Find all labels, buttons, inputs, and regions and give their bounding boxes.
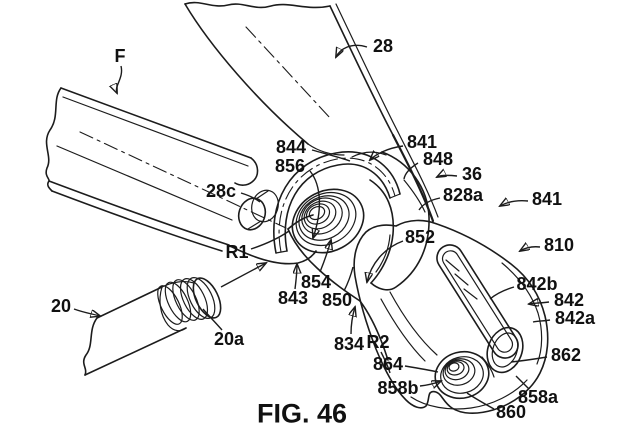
figure-caption: FIG. 46 — [256, 398, 348, 426]
ref-label-F: F — [114, 46, 126, 66]
boss-cylinder-28c — [237, 189, 279, 231]
ref-label-858a: 858a — [517, 387, 559, 407]
ref-label-842b: 842b — [516, 274, 558, 294]
ref-label-858b: 858b — [377, 378, 419, 398]
threaded-bore — [291, 188, 365, 254]
oval-hole-858a — [481, 326, 524, 378]
ref-label-852: 852 — [404, 227, 436, 247]
ref-label-862: 862 — [550, 345, 582, 365]
chainstay-tube — [45, 87, 287, 252]
ref-label-842a: 842a — [554, 308, 596, 328]
ref-label-R1: R1 — [225, 242, 249, 262]
ref-label-842: 842 — [553, 290, 585, 310]
seatstay-centerline — [245, 26, 332, 120]
ref-label-854: 854 — [300, 272, 332, 292]
thru-axle — [82, 277, 222, 376]
ref-label-R2: R2 — [366, 332, 390, 352]
ref-label-834: 834 — [333, 334, 365, 354]
ref-label-36: 36 — [461, 164, 483, 184]
ref-label-850: 850 — [321, 290, 353, 310]
ref-label-28: 28 — [372, 36, 394, 56]
ref-label-860: 860 — [495, 402, 527, 422]
ref-label-828a: 828a — [442, 185, 484, 205]
hanger-inner-edge-842a — [501, 262, 543, 365]
ref-label-810: 810 — [543, 235, 575, 255]
ref-label-856: 856 — [274, 156, 306, 176]
ref-label-20a: 20a — [213, 329, 245, 349]
ref-label-841: 841 — [531, 189, 563, 209]
ref-label-864: 864 — [372, 354, 404, 374]
ref-label-28c: 28c — [205, 181, 237, 201]
ref-label-848: 848 — [422, 149, 454, 169]
ref-label-841: 841 — [406, 132, 438, 152]
hanger-slot-842b — [436, 244, 519, 359]
ref-label-844: 844 — [275, 137, 307, 157]
ridge-line — [389, 291, 438, 356]
ridge-line — [380, 298, 426, 362]
ref-label-843: 843 — [277, 288, 309, 308]
ref-label-20: 20 — [50, 296, 72, 316]
